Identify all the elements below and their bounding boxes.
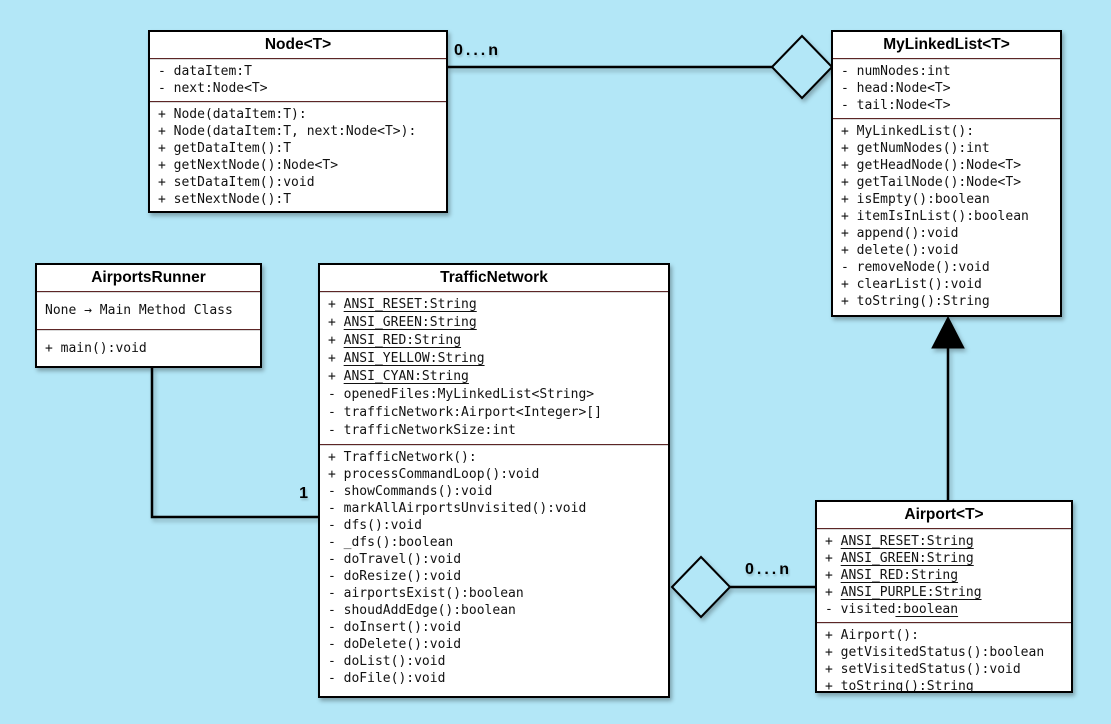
aggregation-diamond-mylinkedlist <box>770 34 834 100</box>
member-row: - trafficNetworkSize:int <box>328 423 516 438</box>
multiplicity-label-node-mylinkedlist: 0...n <box>454 42 502 59</box>
class-box-trafficnetwork: TrafficNetwork + ANSI_RESET:String+ ANSI… <box>318 263 670 698</box>
member-row: + ANSI_RED:String <box>825 568 959 583</box>
class-methods-mylinkedlist: + MyLinkedList(): + getNumNodes():int + ge… <box>833 119 1060 315</box>
member-row: + ANSI_RESET:String <box>328 297 477 312</box>
member-row: - next:Node<T> <box>158 81 268 96</box>
member-row: + ANSI_RED:String <box>328 333 462 348</box>
aggregation-diamond-trafficnetwork <box>670 555 732 619</box>
class-box-airportsrunner: AirportsRunner None → Main Method Class … <box>35 263 262 368</box>
member-row: + Node(dataItem:T, next:Node<T>): <box>158 124 417 139</box>
member-row: - doTravel():void <box>328 552 462 567</box>
member-row: - doDelete():void <box>328 637 462 652</box>
member-row: - visited:boolean <box>825 602 959 617</box>
class-title-node: Node<T> <box>150 32 446 59</box>
class-methods-airport: + Airport(): + getVisitedStatus():boolean… <box>817 623 1071 693</box>
member-row: - doFile():void <box>328 671 446 686</box>
member-row: + TrafficNetwork(): <box>328 450 477 465</box>
member-row: + ANSI_CYAN:String <box>328 369 469 384</box>
member-row: + ANSI_GREEN:String <box>825 551 974 566</box>
member-row: + MyLinkedList(): <box>841 124 975 139</box>
class-box-airport: Airport<T> + ANSI_RESET:String + ANSI_GRE… <box>815 500 1073 693</box>
member-row: + append():void <box>841 226 959 241</box>
class-attributes-node: - dataItem:T - next:Node<T> <box>150 59 446 102</box>
member-row: - removeNode():void <box>841 260 990 275</box>
class-title-trafficnetwork: TrafficNetwork <box>320 265 668 292</box>
member-row: - doInsert():void <box>328 620 462 635</box>
member-row: - doList():void <box>328 654 446 669</box>
member-row: + getNumNodes():int <box>841 141 990 156</box>
member-row: - airportsExist():boolean <box>328 586 524 601</box>
member-row: + Node(dataItem:T): <box>158 107 307 122</box>
class-attributes-mylinkedlist: - numNodes:int - head:Node<T> - tail:Node<… <box>833 59 1060 119</box>
class-methods-trafficnetwork: + TrafficNetwork(): + processCommandLoop(… <box>320 445 668 696</box>
member-row: - dfs():void <box>328 518 422 533</box>
member-row: + getVisitedStatus():boolean <box>825 645 1045 660</box>
class-methods-node: + Node(dataItem:T): + Node(dataItem:T, ne… <box>150 102 446 211</box>
member-row: + itemIsInList():boolean <box>841 209 1029 224</box>
member-row: + getNextNode():Node<T> <box>158 158 339 173</box>
member-row: - markAllAirportsUnvisited():void <box>328 501 587 516</box>
class-title-airportsrunner: AirportsRunner <box>37 265 260 292</box>
member-row: - doResize():void <box>328 569 462 584</box>
member-row: + delete():void <box>841 243 959 258</box>
member-row: - showCommands():void <box>328 484 493 499</box>
member-row: + isEmpty():boolean <box>841 192 990 207</box>
member-row: - head:Node<T> <box>841 81 951 96</box>
class-attributes-airport: + ANSI_RESET:String + ANSI_GREEN:String + … <box>817 529 1071 623</box>
multiplicity-label-airportsrunner-trafficnetwork: 1 <box>299 485 308 502</box>
class-methods-airportsrunner: + main():void <box>37 330 260 366</box>
member-row: - _dfs():boolean <box>328 535 454 550</box>
member-row: + getDataItem():T <box>158 141 292 156</box>
member-row: + main():void <box>45 341 147 356</box>
class-attributes-trafficnetwork: + ANSI_RESET:String + ANSI_GREEN:String + … <box>320 292 668 445</box>
member-row: None → Main Method Class <box>45 303 233 318</box>
association-line-airportsrunner-trafficnetwork <box>150 368 318 519</box>
inheritance-arrowhead-icon <box>931 315 965 349</box>
member-row: - shoudAddEdge():boolean <box>328 603 516 618</box>
member-row: + setNextNode():T <box>158 192 292 207</box>
member-row: + ANSI_PURPLE:String <box>825 585 982 600</box>
member-row: + ANSI_RESET:String <box>825 534 974 549</box>
member-row: + ANSI_GREEN:String <box>328 315 477 330</box>
member-row: + clearList():void <box>841 277 982 292</box>
class-title-airport: Airport<T> <box>817 502 1071 529</box>
class-title-mylinkedlist: MyLinkedList<T> <box>833 32 1060 59</box>
multiplicity-label-trafficnetwork-airport: 0...n <box>745 561 793 578</box>
member-row: + getTailNode():Node<T> <box>841 175 1022 190</box>
member-row: + getHeadNode():Node<T> <box>841 158 1022 173</box>
member-row: + toString():String <box>841 294 990 309</box>
member-row: - numNodes:int <box>841 64 951 79</box>
member-row: + Airport(): <box>825 628 919 643</box>
member-row: - trafficNetwork:Airport<Integer>[] <box>328 405 602 420</box>
member-row: - openedFiles:MyLinkedList<String> <box>328 387 595 402</box>
member-row: + setDataItem():void <box>158 175 315 190</box>
member-row: + setVisitedStatus():void <box>825 662 1021 677</box>
member-row: + toString():String <box>825 679 974 693</box>
member-row: - dataItem:T <box>158 64 252 79</box>
class-attributes-airportsrunner: None → Main Method Class <box>37 292 260 330</box>
class-box-mylinkedlist: MyLinkedList<T> - numNodes:int - head:Nod… <box>831 30 1062 317</box>
member-row: - tail:Node<T> <box>841 98 951 113</box>
class-box-node: Node<T> - dataItem:T - next:Node<T> + Nod… <box>148 30 448 213</box>
member-row: + ANSI_YELLOW:String <box>328 351 485 366</box>
member-row: + processCommandLoop():void <box>328 467 540 482</box>
